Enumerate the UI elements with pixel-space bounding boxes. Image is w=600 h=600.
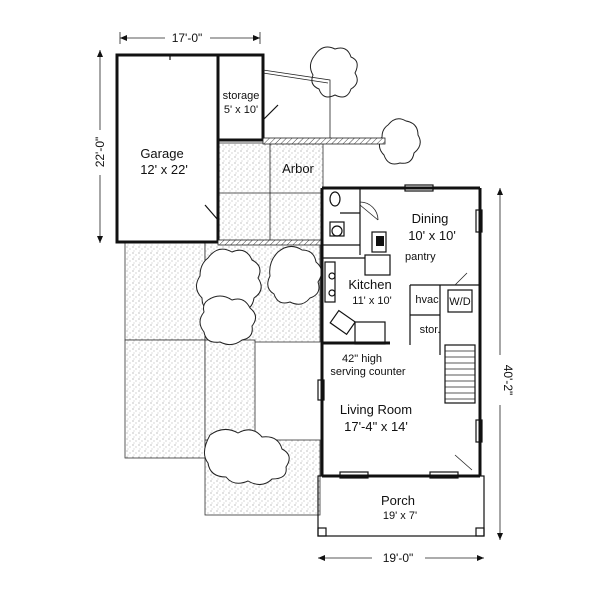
right-height-dimension: 40'-2"	[501, 365, 515, 396]
counter-label-line2: serving counter	[330, 366, 406, 378]
dining-label: Dining	[412, 211, 449, 226]
bottom-width-dimension: 19'-0"	[383, 551, 414, 565]
garage-label: Garage	[140, 146, 183, 161]
storage-size: 5' x 10'	[224, 104, 258, 116]
counter-label-line1: 42" high	[342, 353, 382, 365]
kitchen-label: Kitchen	[348, 277, 391, 292]
porch-label: Porch	[381, 493, 415, 508]
porch	[317, 475, 485, 537]
main-house	[317, 184, 483, 479]
storage-label: storage	[223, 90, 260, 102]
dimension-lines	[97, 32, 503, 561]
pantry-label: pantry	[405, 251, 436, 263]
washer-dryer-label: W/D	[449, 296, 470, 308]
living-room-label: Living Room	[340, 402, 412, 417]
garage-size: 12' x 22'	[140, 162, 188, 177]
garage	[115, 53, 220, 244]
left-height-dimension: 22'-0"	[93, 137, 107, 168]
kitchen-size: 11' x 10'	[352, 295, 391, 307]
arbor-beams	[217, 137, 386, 246]
porch-size: 19' x 7'	[383, 510, 417, 522]
arbor-label: Arbor	[282, 161, 314, 176]
top-width-dimension: 17'-0"	[172, 31, 203, 45]
staircase	[439, 344, 476, 404]
shrubs	[196, 46, 421, 485]
dining-size: 10' x 10'	[408, 228, 456, 243]
storage-room	[216, 53, 331, 142]
stor-label: stor.	[420, 324, 441, 336]
living-room-size: 17'-4" x 14'	[344, 419, 408, 434]
hvac-label: hvac	[415, 294, 439, 306]
